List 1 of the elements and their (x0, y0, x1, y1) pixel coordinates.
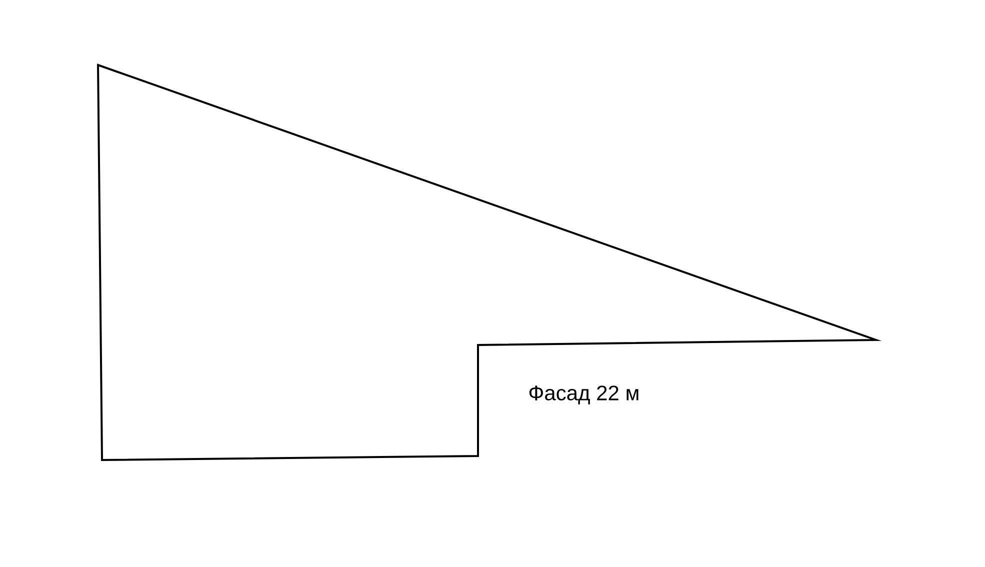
dimension-label: Фасад 22 м (529, 386, 638, 404)
